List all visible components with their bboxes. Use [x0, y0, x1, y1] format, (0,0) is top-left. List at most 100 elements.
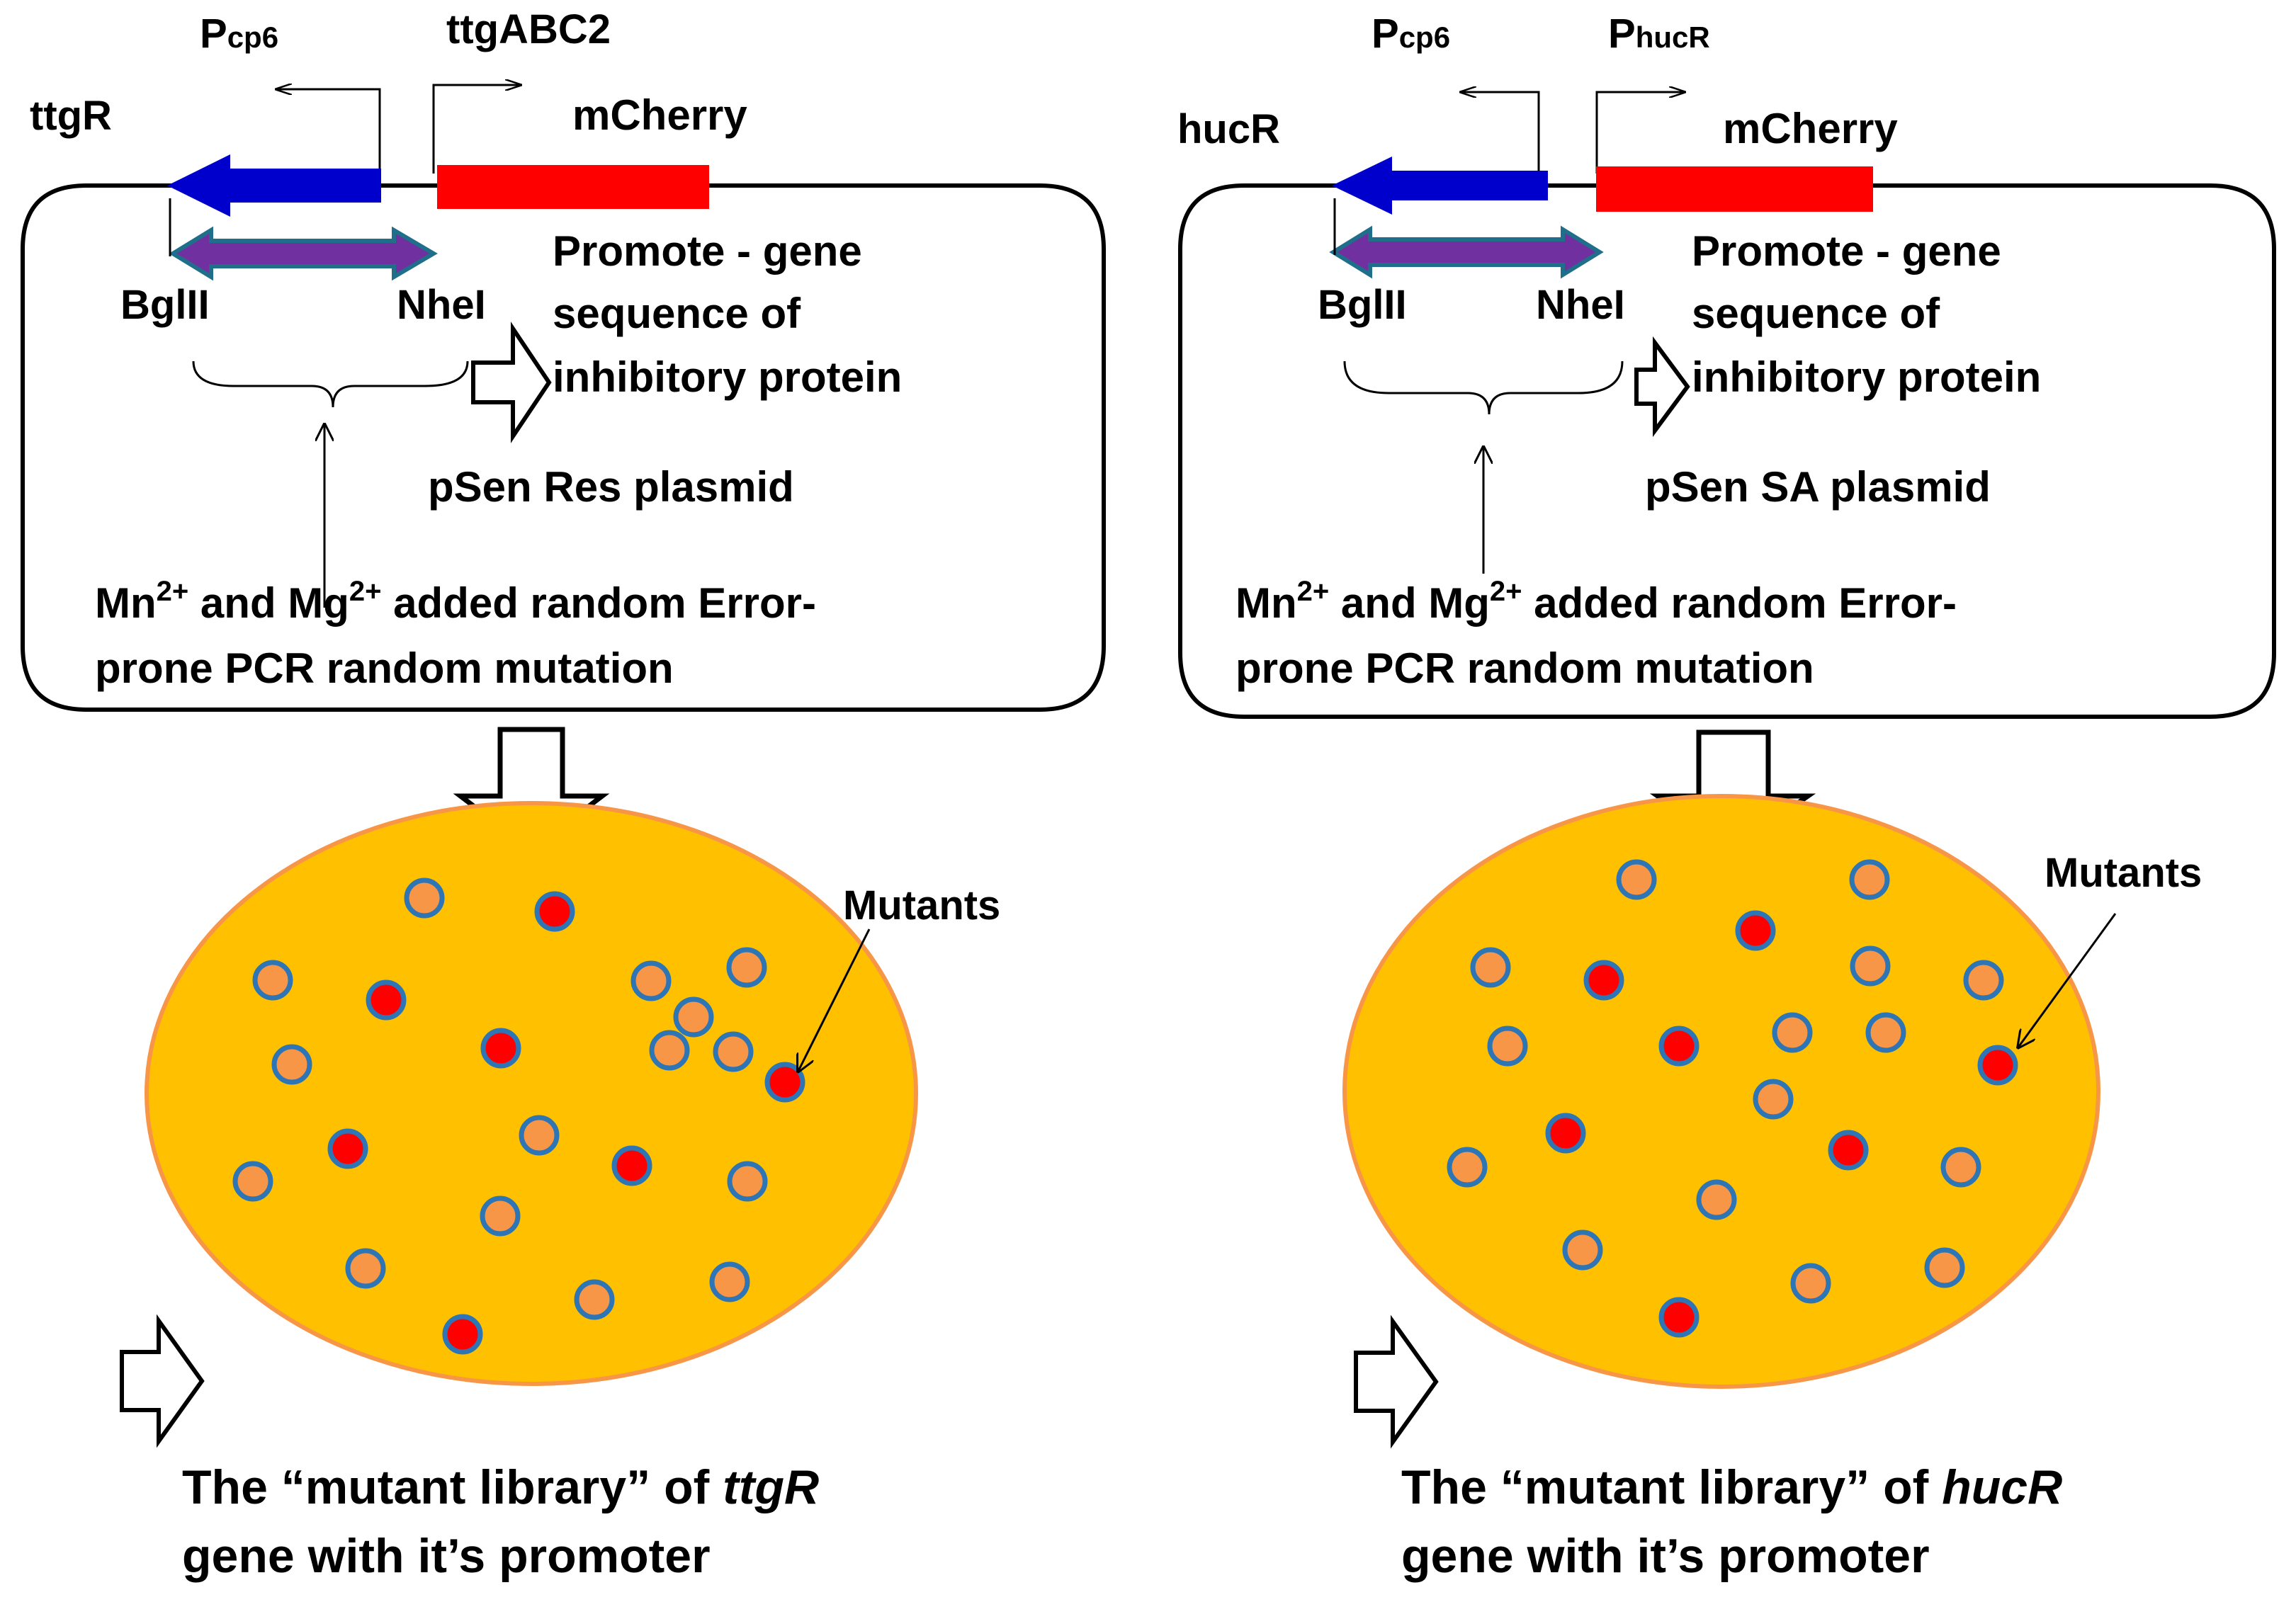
mutant-colony [1583, 960, 1624, 1001]
site-left-label: BglII [1318, 282, 1407, 328]
caption-line-2: gene with it’s promoter [1401, 1529, 1930, 1583]
colony [574, 1279, 615, 1320]
description-line: sequence of [1692, 290, 1940, 337]
mutants-label: Mutants [843, 882, 1000, 928]
plasmid-box [1178, 183, 2276, 719]
mcherry-block [437, 165, 709, 209]
promoter-arrow-left [1461, 92, 1540, 174]
mutant-colony [442, 1314, 483, 1355]
mutants-label: Mutants [2045, 850, 2202, 896]
colony [709, 1261, 750, 1302]
reporter-label: mCherry [572, 91, 747, 139]
promoter-arrow-right [1595, 92, 1685, 174]
ttgR-gene-arrow [167, 154, 381, 217]
colony [1940, 1147, 1981, 1188]
mutants-pointer [798, 928, 871, 1072]
mutant-colony [480, 1028, 521, 1069]
mutant-colony [327, 1128, 368, 1169]
colony [271, 1044, 312, 1085]
mutant-colony [1545, 1113, 1586, 1154]
site-right-label: NheI [1536, 282, 1625, 328]
colonies [1447, 859, 2018, 1338]
plasmid-box [21, 183, 1106, 712]
caption-arrow [1354, 1314, 1439, 1449]
promoter-right-label: PhucR [1608, 11, 1710, 57]
colony [1487, 1026, 1528, 1067]
colony [519, 1115, 560, 1156]
description-line: Promote - gene [1692, 227, 2001, 275]
description-line: Promote - gene [553, 227, 862, 275]
site-left-label: BglII [120, 282, 210, 328]
colony [673, 996, 714, 1038]
colony [1447, 1147, 1488, 1188]
description-line: inhibitory protein [1692, 353, 2041, 401]
description-line: sequence of [553, 290, 801, 337]
colony [1753, 1079, 1794, 1120]
mutant-colony [534, 891, 575, 932]
caption-line-1: The “mutant library” of hucR [1401, 1460, 2062, 1514]
colony [649, 1030, 690, 1071]
hollow-arrow [1634, 336, 1690, 438]
hollow-arrow [471, 322, 552, 443]
promoter-arrow-left [276, 89, 381, 174]
bracket [1343, 360, 1624, 415]
reporter-label: mCherry [1723, 105, 1898, 152]
colony [1696, 1179, 1737, 1220]
hucR-gene-arrow [1332, 157, 1548, 215]
gene-label: ttgR [30, 93, 112, 139]
mutant-library-plate [145, 801, 918, 1386]
panel-hucR: hucR Pcp6 PhucR mCherry BglII NheI Promo… [1177, 11, 2276, 1583]
colony [404, 877, 445, 919]
description-line: inhibitory protein [553, 353, 902, 401]
colony [1470, 947, 1511, 988]
mutant-colony [1658, 1297, 1700, 1338]
colony [1963, 960, 2004, 1001]
mutant-colony [1658, 1026, 1700, 1067]
colony [480, 1195, 521, 1237]
promoter-left-label: Pcp6 [200, 11, 278, 57]
gene-label: hucR [1177, 106, 1280, 152]
mutant-colony [611, 1145, 652, 1186]
colony [1562, 1229, 1603, 1271]
insert-double-arrow [169, 226, 438, 281]
mutant-colony [1828, 1130, 1869, 1171]
colony [1616, 859, 1657, 900]
mutants-pointer [2018, 913, 2117, 1048]
colony [713, 1031, 754, 1072]
plasmid-label: pSen SA plasmid [1645, 463, 1991, 511]
mutant-colony [1735, 910, 1776, 951]
site-right-label: NheI [397, 282, 486, 328]
mutant-colony [764, 1062, 805, 1103]
bracket [192, 360, 469, 408]
promoter-arrow-right [432, 85, 521, 174]
caption-line-2: gene with it’s promoter [182, 1529, 711, 1583]
caption-line-1: The “mutant library” of ttgR [182, 1460, 819, 1514]
mutant-colony [366, 979, 407, 1021]
colony [726, 947, 767, 988]
insert-double-arrow [1329, 225, 1604, 279]
promoter-left-label: Pcp6 [1372, 11, 1450, 57]
mutation-line-1: Mn2+ and Mg2+ added random Error- [95, 576, 816, 627]
colony [1790, 1263, 1831, 1304]
colony [1850, 945, 1891, 987]
colony [1865, 1012, 1906, 1053]
mutation-line-1: Mn2+ and Mg2+ added random Error- [1235, 576, 1957, 627]
colony [345, 1248, 386, 1289]
mutant-colony [1977, 1045, 2018, 1086]
mcherry-block [1596, 166, 1873, 212]
colony [252, 960, 293, 1001]
caption-arrow [120, 1314, 205, 1448]
colony [727, 1161, 768, 1202]
colony [1772, 1012, 1813, 1053]
mutation-line-2: prone PCR random mutation [95, 644, 674, 692]
colony [1849, 859, 1890, 900]
promoter-right-label: ttgABC2 [446, 6, 611, 52]
panel-ttgR: ttgR Pcp6 ttgABC2 mCherry BglII NheI Pro… [21, 6, 1106, 1583]
plasmid-label: pSen Res plasmid [428, 463, 794, 511]
colony [1924, 1247, 1965, 1288]
colony [630, 960, 672, 1001]
colony [232, 1161, 273, 1202]
mutant-library-plate [1342, 794, 2100, 1389]
colonies [232, 877, 805, 1355]
